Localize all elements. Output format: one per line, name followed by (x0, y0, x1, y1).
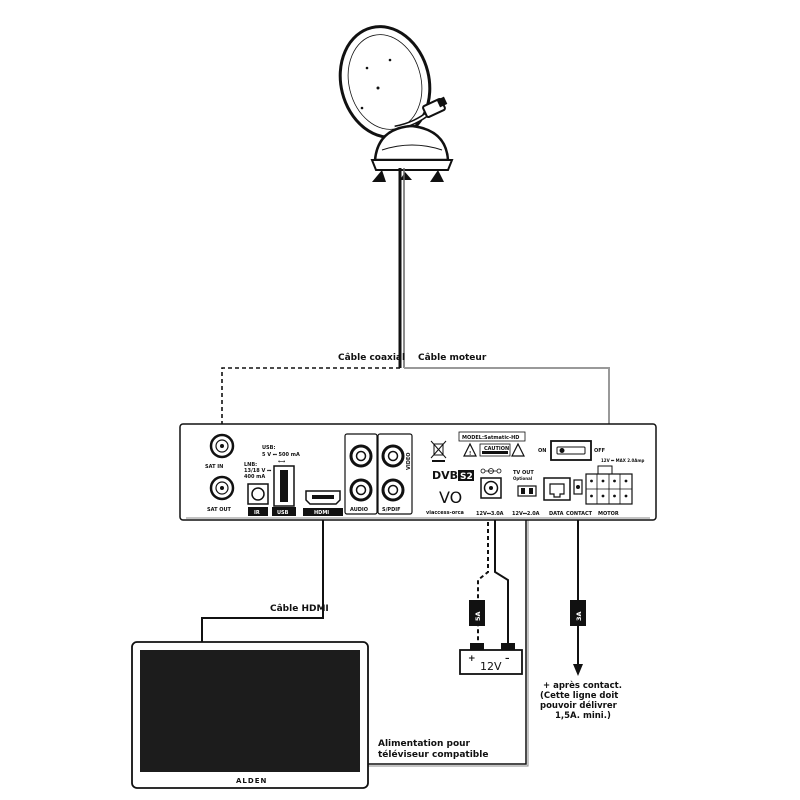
usb-label: USB (277, 510, 289, 516)
video-jack[interactable] (381, 444, 405, 468)
battery-label: 12V (480, 660, 502, 673)
motor-cable-label: Câble moteur (418, 353, 487, 363)
dvb-label: DVB (432, 469, 458, 482)
switch-on-label: ON (538, 448, 546, 454)
svg-text:!: ! (469, 451, 471, 457)
receiver-rear-panel: SAT IN SAT OUT LNB: 13/18 V ⎓ 400 mA USB… (179, 423, 657, 521)
hdmi-cable-label: Câble HDMI (270, 604, 329, 614)
power-input-rating: 12V⎓3.0A (476, 511, 504, 517)
spdif-label: S/PDIF (382, 507, 401, 513)
power-input-connector[interactable] (480, 477, 502, 499)
warning-icon (463, 442, 477, 457)
coaxial-cable (221, 367, 400, 440)
audio-left-jack[interactable] (349, 478, 373, 502)
tv-power-cable (367, 494, 527, 765)
motor-terminal-block[interactable] (585, 465, 633, 505)
contact-label: CONTACT (566, 511, 593, 517)
power-switch[interactable] (550, 440, 592, 461)
coaxial-cable-label: Câble coaxial (338, 353, 405, 363)
battery: + – 12V (459, 643, 523, 675)
contact-note-line1: + après contact. (543, 680, 622, 691)
tv-out-rating: 12V⎓2.0A (512, 511, 540, 517)
contact-fuse-label: 3A (575, 611, 583, 621)
audio-label: AUDIO (350, 507, 368, 513)
contact-note: + après contact. (Cette ligne doit pouvo… (540, 680, 622, 721)
tv-out-connector[interactable] (517, 485, 537, 497)
tv-out-sublabel: Optional (513, 476, 533, 481)
caution-label: CAUTION (484, 446, 509, 452)
contact-terminal[interactable] (573, 479, 583, 495)
video-label: VIDEO (406, 452, 412, 470)
contact-note-line3: pouvoir délivrer (540, 700, 618, 711)
battery-fuse: 5A (469, 600, 485, 626)
sat-in-label: SAT IN (205, 464, 223, 470)
battery-fuse-label: 5A (474, 611, 482, 621)
data-label: DATA (549, 511, 564, 517)
switch-off-label: OFF (594, 448, 605, 454)
usb-spec-label: USB: (262, 445, 275, 451)
audio-right-jack[interactable] (349, 444, 373, 468)
lightning-warning-icon (511, 442, 525, 457)
battery-minus: – (505, 654, 510, 664)
tv-out-label: TV OUT (513, 470, 534, 476)
sat-out-connector[interactable] (209, 475, 235, 501)
arrow-down-icon (573, 664, 583, 676)
motor-label: MOTOR (598, 511, 619, 517)
usb-port[interactable] (273, 465, 295, 507)
contact-note-line4: 1,5A. mini.) (555, 711, 611, 721)
model-label: MODEL:Satmatic-HD (462, 435, 519, 441)
television: ALDEN (131, 641, 369, 789)
lnb-current: 400 mA (244, 474, 265, 480)
lnb-label: LNB: (244, 462, 257, 468)
ir-label: IR (254, 510, 260, 516)
hdmi-label: HDMI (314, 510, 329, 516)
contact-cable: 3A (570, 494, 586, 676)
sat-out-label: SAT OUT (207, 507, 232, 513)
vo-logo: VO (439, 488, 462, 507)
lnb-voltage: 13/18 V ⎓ (244, 468, 271, 474)
contact-note-line2: (Cette ligne doit (540, 691, 618, 701)
dvb-s2-logo: DVB S2 (432, 469, 474, 482)
usb-icon: ⟷ (278, 459, 285, 465)
sat-in-connector[interactable] (209, 433, 235, 459)
polarity-icon (480, 468, 502, 474)
data-port[interactable] (543, 477, 571, 501)
tv-screen (140, 650, 360, 772)
dish-cable-bundle (398, 168, 405, 368)
tv-brand: ALDEN (236, 777, 267, 785)
usb-spec-value: 5 V ⎓ 500 mA (262, 452, 300, 458)
battery-plus: + (468, 654, 476, 664)
ir-port[interactable] (247, 483, 269, 505)
hdmi-port[interactable] (305, 490, 341, 505)
hdmi-cable (201, 502, 324, 642)
motor-rating: 12V ⎓ MAX 2.0Amp (601, 458, 645, 463)
tv-power-label-line1: Alimentation pour (378, 739, 471, 749)
weee-bin-icon (430, 440, 447, 462)
s2-label: S2 (460, 472, 473, 482)
tv-power-label-line2: téléviseur compatible (378, 749, 488, 760)
spdif-jack[interactable] (381, 478, 405, 502)
viaccess-label: viaccess-orca (426, 510, 464, 516)
satellite-dish-icon (338, 25, 454, 182)
